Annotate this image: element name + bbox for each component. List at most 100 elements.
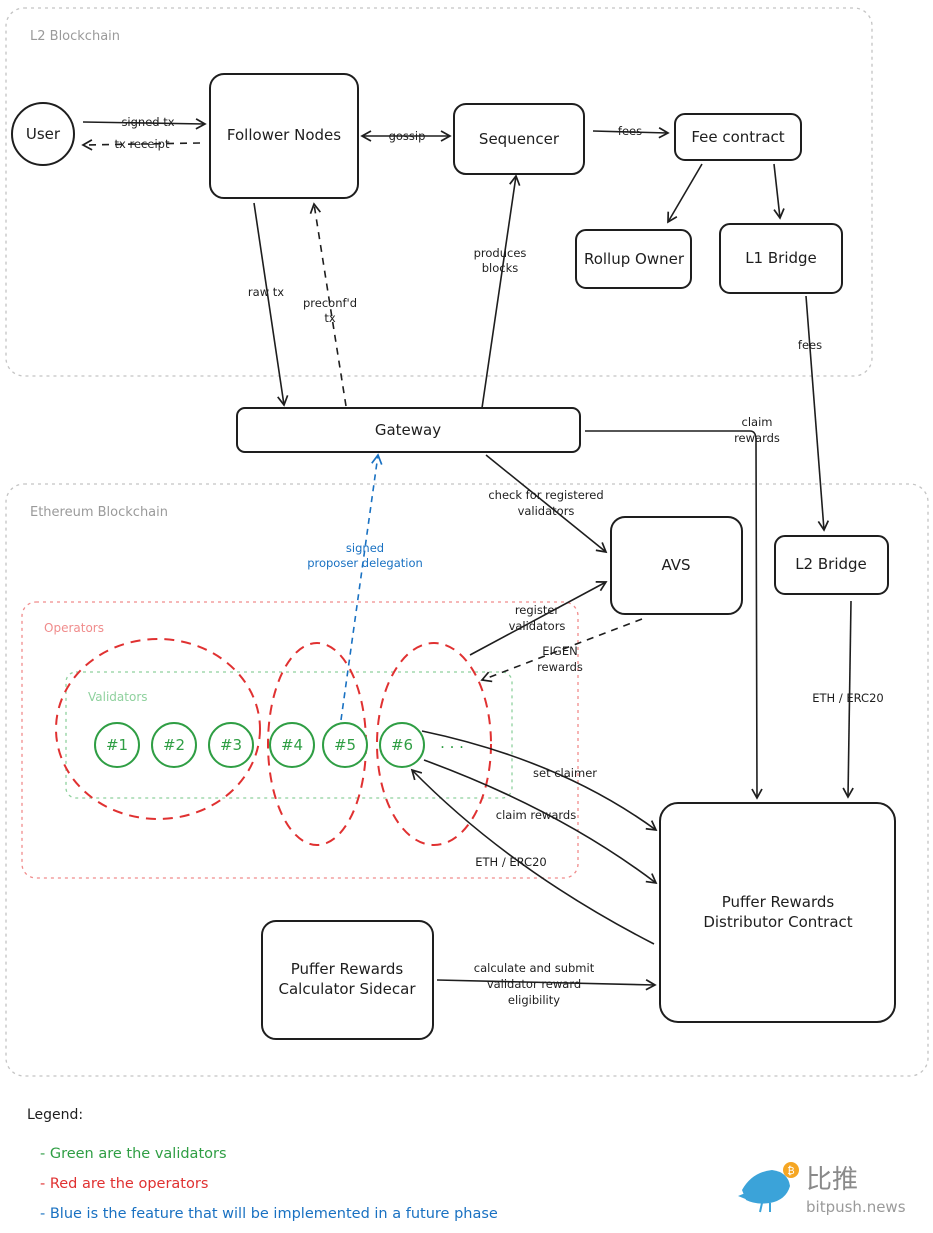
fee-contract-node: Fee contract	[674, 113, 802, 161]
l2-bridge-label: L2 Bridge	[795, 555, 867, 573]
validator-4-label: #4	[281, 736, 303, 754]
edge-raw-tx	[253, 202, 289, 407]
edge-label-signed-delegation-2: proposer delegation	[307, 556, 423, 570]
edge-claim-rewards-gateway	[585, 430, 763, 800]
distributor-label-line1: Puffer Rewards	[722, 893, 835, 911]
edge-label-register-validators-1: register	[515, 603, 560, 617]
validator-3-label: #3	[220, 736, 242, 754]
edge-label-register-validators-2: validators	[509, 619, 566, 633]
edge-label-preconfd-tx-2: tx	[324, 311, 336, 325]
edge-eth-erc20-return	[410, 768, 655, 945]
sequencer-label: Sequencer	[479, 130, 560, 148]
edge-tx-receipt	[81, 139, 201, 151]
edge-label-eigen-rewards-1: EIGEN	[542, 644, 577, 658]
edge-label-raw-tx: raw tx	[248, 285, 284, 299]
edge-register-validators	[469, 581, 608, 656]
distributor-contract-node: Puffer Rewards Distributor Contract	[659, 802, 896, 1023]
validator-6-label: #6	[391, 736, 413, 754]
distributor-label-line2: Distributor Contract	[703, 913, 852, 931]
sequencer-node: Sequencer	[453, 103, 585, 175]
operator-ellipse-3	[376, 642, 492, 846]
edge-label-calculate-submit-3: eligibility	[508, 993, 560, 1007]
ethereum-region-title: Ethereum Blockchain	[30, 505, 168, 520]
validator-5: #5	[322, 722, 368, 768]
edge-label-signed-delegation-1: signed	[346, 541, 384, 555]
watermark-url: bitpush.news	[806, 1198, 906, 1216]
legend-title: Legend:	[27, 1107, 83, 1123]
validator-1: #1	[94, 722, 140, 768]
l2-region-title: L2 Blockchain	[30, 29, 120, 44]
edge-label-claim-rewards-gateway-1: claim	[742, 415, 773, 429]
calculator-label-line2: Calculator Sidecar	[279, 980, 417, 998]
operator-ellipse-1	[55, 638, 261, 820]
watermark-text: 比推	[806, 1165, 858, 1195]
edge-label-gossip: gossip	[389, 129, 426, 143]
validators-region-title: Validators	[88, 690, 148, 704]
validators-more: . . .	[440, 734, 464, 752]
validator-2-label: #2	[163, 736, 185, 754]
edge-eigen-rewards	[480, 618, 643, 683]
edge-label-calculate-submit-2: validator reward	[487, 977, 581, 991]
edge-label-calculate-submit-1: calculate and submit	[474, 961, 595, 975]
user-node: User	[11, 102, 75, 166]
edge-set-claimer	[421, 730, 658, 832]
validator-2: #2	[151, 722, 197, 768]
validator-3: #3	[208, 722, 254, 768]
rollup-owner-label: Rollup Owner	[584, 250, 685, 268]
watermark: ₿ 比推 bitpush.news	[738, 1162, 906, 1216]
edge-fees-bridge	[805, 295, 830, 532]
edge-label-preconfd-tx-1: preconf'd	[303, 296, 357, 310]
edge-claim-rewards	[423, 759, 658, 885]
svg-text:₿: ₿	[787, 1165, 794, 1177]
follower-nodes-node: Follower Nodes	[209, 73, 359, 199]
edge-label-fees-sequencer: fees	[618, 124, 642, 138]
edge-label-eigen-rewards-2: rewards	[537, 660, 583, 674]
edge-fee-to-l1-bridge	[773, 163, 785, 220]
edge-label-eth-erc20-return: ETH / ERC20	[475, 855, 546, 869]
l1-bridge-label: L1 Bridge	[745, 249, 817, 267]
edge-label-fees-bridge: fees	[798, 338, 822, 352]
edge-label-check-registered-2: validators	[518, 504, 575, 518]
edge-calculate-submit	[436, 979, 657, 991]
validator-4: #4	[269, 722, 315, 768]
avs-label: AVS	[661, 556, 690, 574]
validator-5-label: #5	[334, 736, 356, 754]
validators-region: Validators	[65, 671, 513, 799]
gateway-label: Gateway	[375, 421, 441, 439]
edge-signed-tx	[82, 118, 207, 130]
l2-blockchain-region: L2 Blockchain	[5, 7, 873, 377]
edge-label-produces-blocks-1: produces	[474, 246, 527, 260]
edge-label-claim-rewards: claim rewards	[496, 808, 576, 822]
edge-label-signed-tx: signed tx	[121, 115, 174, 129]
edge-eth-erc20-bridge	[842, 600, 854, 799]
edge-produces-blocks	[481, 174, 521, 409]
rollup-owner-node: Rollup Owner	[575, 229, 692, 289]
bird-logo-icon: ₿	[738, 1162, 799, 1213]
legend: Legend: - Green are the validators - Red…	[27, 1107, 498, 1222]
calculator-label-line1: Puffer Rewards	[291, 960, 404, 978]
l2-bridge-node: L2 Bridge	[774, 535, 889, 595]
gateway-node: Gateway	[236, 407, 581, 453]
edge-label-check-registered-1: check for registered	[488, 488, 603, 502]
edge-check-registered	[485, 454, 608, 554]
user-label: User	[26, 125, 61, 143]
legend-item-future: - Blue is the feature that will be imple…	[40, 1206, 498, 1222]
edge-preconfd-tx	[309, 202, 347, 407]
edge-fees-sequencer	[592, 127, 670, 139]
avs-node: AVS	[610, 516, 743, 615]
edge-label-produces-blocks-2: blocks	[482, 261, 519, 275]
validator-1-label: #1	[106, 736, 128, 754]
operators-region-title: Operators	[44, 621, 104, 635]
edge-signed-delegation	[340, 453, 383, 721]
legend-item-validators: - Green are the validators	[40, 1146, 227, 1162]
edge-label-set-claimer: set claimer	[533, 766, 597, 780]
edge-fee-to-rollup-owner	[667, 163, 703, 224]
l1-bridge-node: L1 Bridge	[719, 223, 843, 294]
fee-contract-label: Fee contract	[691, 128, 784, 146]
edge-label-tx-receipt: tx receipt	[115, 137, 170, 151]
edge-label-claim-rewards-gateway-2: rewards	[734, 431, 780, 445]
follower-nodes-label: Follower Nodes	[227, 126, 341, 144]
legend-item-operators: - Red are the operators	[40, 1176, 208, 1192]
operators-region: Operators	[21, 601, 579, 879]
